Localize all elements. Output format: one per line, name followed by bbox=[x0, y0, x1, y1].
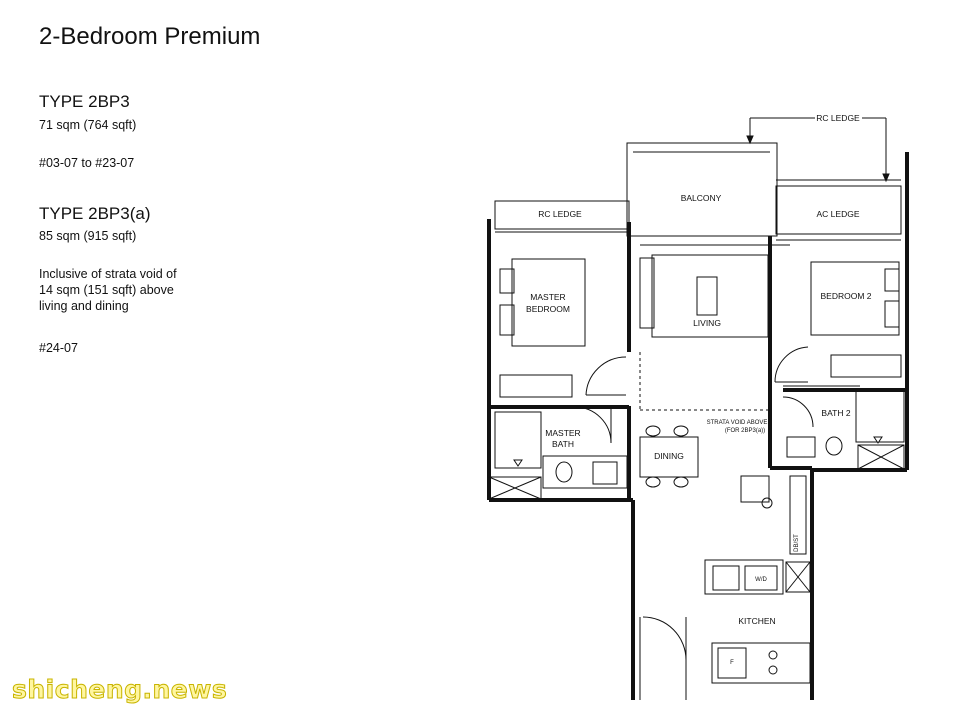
strata-void-label-1: STRATA VOID ABOVE bbox=[707, 420, 768, 426]
note-line-1: Inclusive of strata void of bbox=[39, 267, 177, 281]
note-line-3: living and dining bbox=[39, 299, 129, 313]
dining-label: DINING bbox=[654, 451, 684, 461]
type-2bp3a-note: Inclusive of strata void of 14 sqm (151 … bbox=[39, 266, 177, 314]
type-2bp3a-area: 85 sqm (915 sqft) bbox=[39, 229, 137, 243]
wd-label: W/D bbox=[755, 577, 767, 583]
master-bath-label-1: MASTER bbox=[545, 428, 580, 438]
bedroom-2-furniture bbox=[774, 261, 902, 387]
exterior-walls bbox=[487, 152, 909, 700]
master-bedroom-door bbox=[585, 356, 627, 396]
bath-2-fixtures bbox=[782, 389, 905, 470]
type-2bp3-units: #03-07 to #23-07 bbox=[39, 156, 135, 170]
rc-ledge-top-label: RC LEDGE bbox=[816, 113, 860, 123]
kitchen-label: KITCHEN bbox=[738, 616, 775, 626]
ac-ledge-label: AC LEDGE bbox=[817, 209, 860, 219]
master-bed bbox=[499, 258, 586, 398]
note-line-2: 14 sqm (151 sqft) above bbox=[39, 283, 174, 297]
rc-ledge-left-label: RC LEDGE bbox=[538, 209, 582, 219]
bath-2-label: BATH 2 bbox=[821, 408, 850, 418]
fridge-label: F bbox=[730, 660, 734, 666]
type-2bp3a-units: #24-07 bbox=[39, 341, 78, 355]
type-2bp3-area: 71 sqm (764 sqft) bbox=[39, 118, 137, 132]
master-bedroom-label-1: MASTER bbox=[530, 292, 565, 302]
dbst-label: DB/ST bbox=[794, 534, 800, 552]
master-bath-label-2: BATH bbox=[552, 439, 574, 449]
watermark: shicheng.news bbox=[11, 675, 228, 705]
living-label: LIVING bbox=[693, 318, 721, 328]
dining-table bbox=[639, 425, 699, 488]
ledge-outlines bbox=[494, 142, 902, 241]
type-2bp3a-heading: TYPE 2BP3(a) bbox=[39, 204, 151, 223]
master-bedroom-label-2: BEDROOM bbox=[526, 304, 570, 314]
kitchen-fixtures bbox=[639, 475, 811, 700]
balcony-label: BALCONY bbox=[681, 193, 722, 203]
type-2bp3-heading: TYPE 2BP3 bbox=[39, 92, 130, 111]
strata-void-label-2: (FOR 2BP3(a)) bbox=[725, 428, 765, 434]
bedroom-2-label: BEDROOM 2 bbox=[820, 291, 871, 301]
page-title: 2-Bedroom Premium bbox=[39, 23, 261, 50]
rc-ledge-leader bbox=[746, 117, 890, 183]
master-bath-fixtures bbox=[488, 406, 628, 500]
living-furniture bbox=[639, 244, 790, 411]
